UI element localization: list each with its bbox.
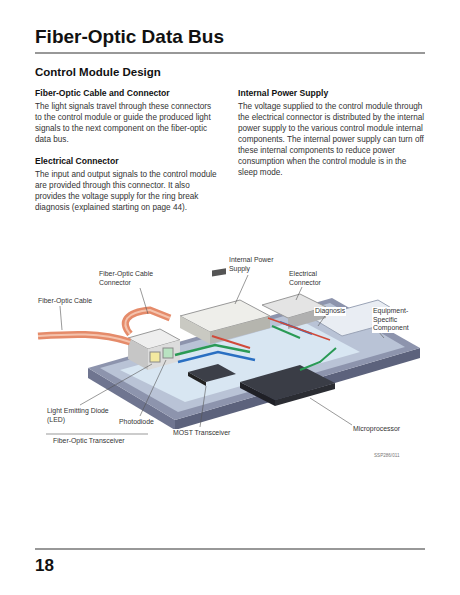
microprocessor-chip	[275, 383, 335, 406]
figure-code: SSP286/011	[374, 453, 399, 458]
power-supply	[180, 316, 210, 344]
callout-label: Equipment-Specific Component	[372, 307, 426, 333]
page-number: 18	[35, 556, 54, 576]
body-text: The voltage supplied to the control modu…	[238, 101, 428, 178]
fiber-cable	[38, 334, 130, 342]
section-heading: Control Module Design	[35, 66, 161, 78]
photodiode	[163, 348, 173, 358]
footer-rule	[35, 548, 425, 549]
most-chip	[188, 372, 206, 386]
fiber-cable	[38, 334, 130, 342]
signal-arrow	[300, 348, 336, 370]
body-text: The input and output signals to the cont…	[35, 169, 217, 213]
subheading: Internal Power Supply	[238, 88, 328, 98]
body-text: The light signals travel through these c…	[35, 101, 217, 145]
title-rule	[35, 52, 425, 53]
power-arrow	[268, 318, 330, 340]
power-supply	[210, 316, 270, 344]
callout-label: Internal Power Supply	[228, 256, 292, 273]
callout-label: MOST Transceiver	[172, 429, 231, 438]
chip	[212, 268, 226, 276]
led	[150, 352, 160, 362]
callout-label: Light Emitting Diode (LED)	[46, 407, 114, 424]
microprocessor-chip	[240, 382, 275, 406]
callout-label: Microprocessor	[352, 425, 401, 434]
plate-top	[88, 298, 420, 420]
subheading: Fiber-Optic Cable and Connector	[35, 88, 170, 98]
page-title: Fiber-Optic Data Bus	[35, 26, 224, 48]
callout-label: Diagnosis	[314, 307, 346, 316]
callout-label: Fiber-Optic Cable Connector	[98, 270, 172, 287]
callout-label: Photodiode	[118, 418, 155, 427]
power-arrow	[212, 336, 250, 348]
callout-label: Fiber-Optic Cable	[37, 297, 93, 306]
callout-label: Electrical Connector	[288, 270, 340, 287]
leader-lines	[46, 275, 384, 434]
signal-arrow	[178, 352, 255, 362]
callout-label: Fiber-Optic Transceiver	[52, 437, 126, 446]
subheading: Electrical Connector	[35, 156, 119, 166]
fiber-connector	[128, 338, 148, 370]
